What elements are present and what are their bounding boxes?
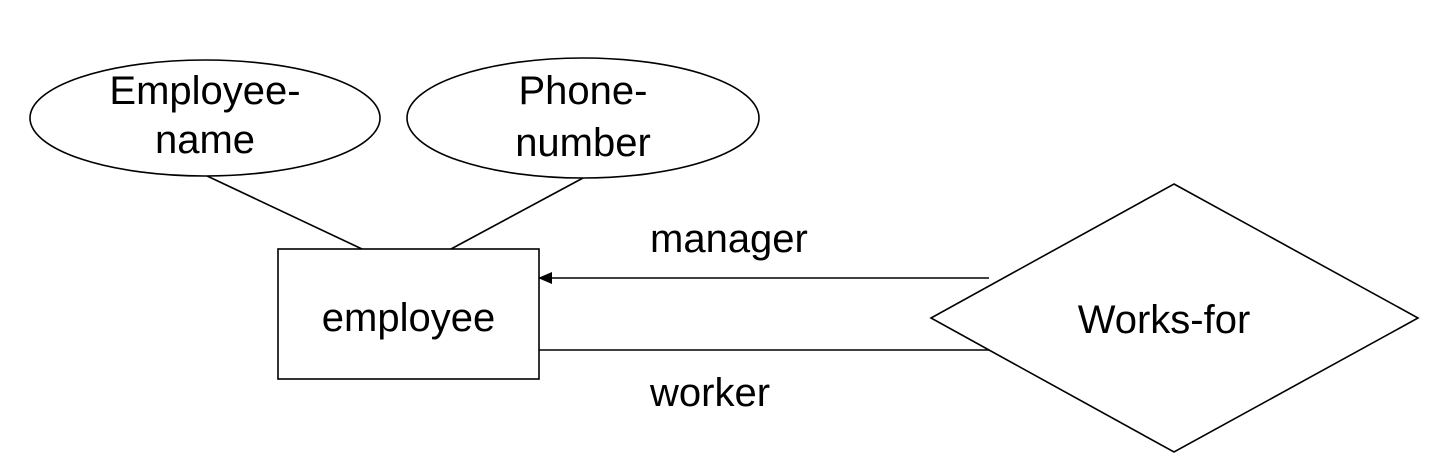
employee-name-connector bbox=[204, 174, 363, 250]
worker-role-label: worker bbox=[649, 371, 770, 415]
attribute-label-line1: Employee- bbox=[109, 69, 300, 113]
attribute-ellipse bbox=[406, 57, 760, 179]
relationship-label: Works-for bbox=[1078, 298, 1251, 342]
attribute-ellipse bbox=[29, 59, 381, 177]
entity-label: employee bbox=[322, 296, 495, 340]
attribute-label-line2: name bbox=[155, 118, 255, 162]
entity-employee: employee bbox=[277, 248, 540, 380]
phone-number-connector bbox=[450, 177, 584, 250]
attribute-label-line1: Phone- bbox=[519, 69, 648, 113]
relationship-works-for: Works-for bbox=[929, 183, 1420, 453]
entity-rectangle bbox=[277, 248, 540, 380]
relationship-diamond bbox=[929, 183, 1420, 453]
manager-role-label: manager bbox=[650, 217, 808, 261]
attribute-phone-number: Phone- number bbox=[406, 57, 760, 179]
attribute-employee-name: Employee- name bbox=[29, 59, 381, 177]
attribute-label-line2: number bbox=[515, 121, 651, 165]
